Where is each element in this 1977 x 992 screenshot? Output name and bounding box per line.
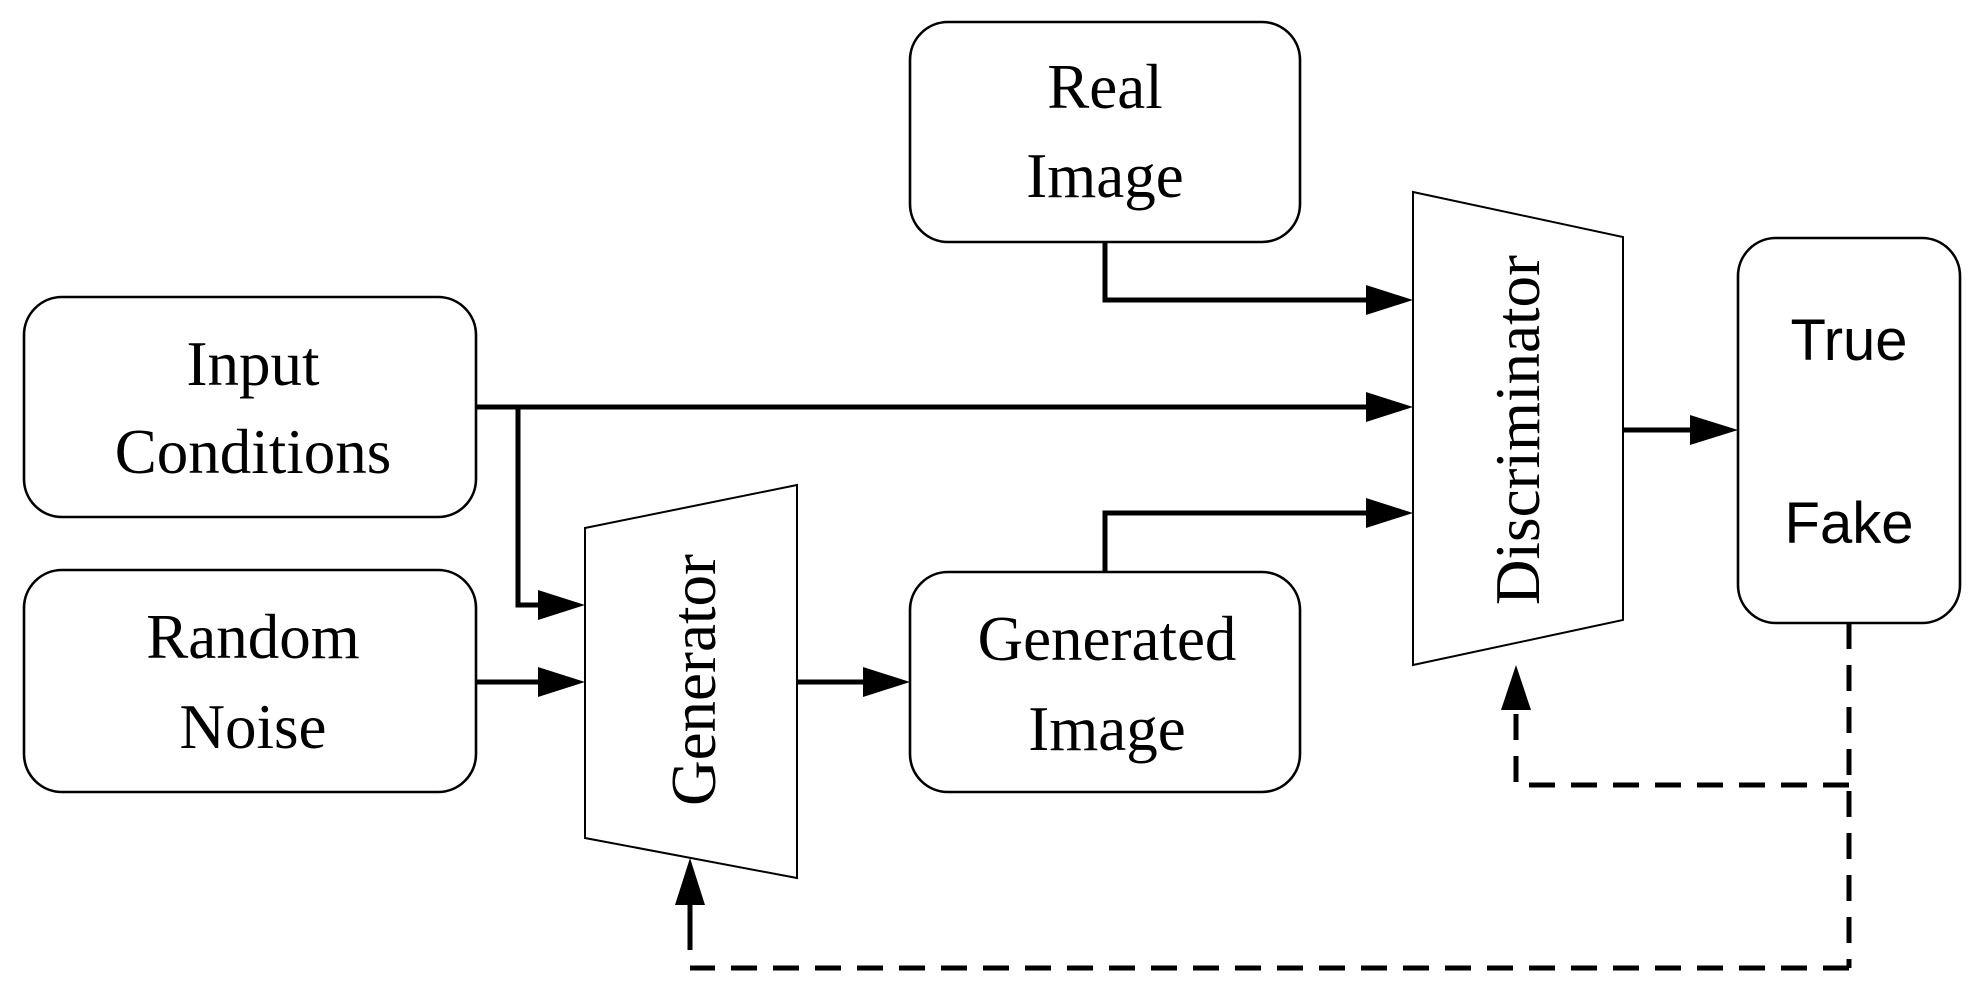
feedback-connectors: [675, 623, 1852, 971]
discriminator-block: Discriminator: [1412, 190, 1624, 667]
real-image-arrowhead: [1366, 285, 1413, 315]
input-conditions-block: Input Conditions: [22, 295, 478, 519]
conditions-to-generator-arrow: [515, 407, 542, 608]
discriminator-feedback-line: [1513, 705, 1849, 788]
discriminator-label: Discriminator: [1483, 255, 1553, 605]
real-image-label-line2: Image: [1026, 141, 1183, 211]
input-conditions-label-line1: Input: [187, 329, 320, 399]
flow-connectors: [476, 242, 1738, 697]
generator-output-arrowhead: [863, 667, 910, 697]
generator-label: Generator: [659, 554, 729, 806]
generated-image-label-line1: Generated: [978, 604, 1237, 674]
output-fake-label: Fake: [1785, 491, 1914, 556]
random-noise-label-line2: Noise: [180, 692, 327, 762]
generator-block: Generator: [584, 483, 798, 880]
conditions-generator-arrowhead: [538, 590, 585, 620]
discriminator-output-arrowhead: [1690, 415, 1738, 445]
random-noise-block: Random Noise: [22, 568, 478, 794]
generated-image-label-line2: Image: [1028, 694, 1185, 764]
generator-feedback-arrowhead: [675, 858, 705, 905]
discriminator-feedback-arrowhead: [1501, 665, 1531, 710]
random-noise-label-line1: Random: [146, 602, 360, 672]
real-image-block: Real Image: [908, 20, 1302, 244]
conditions-arrowhead: [1366, 392, 1413, 422]
output-block: True Fake: [1736, 236, 1962, 625]
generated-image-block: Generated Image: [908, 570, 1302, 794]
real-image-to-discriminator-arrow: [1102, 242, 1370, 303]
noise-arrowhead: [538, 667, 585, 697]
generated-image-arrowhead: [1366, 498, 1413, 528]
real-image-label-line1: Real: [1047, 52, 1162, 122]
input-conditions-label-line2: Conditions: [115, 417, 392, 487]
generated-image-to-discriminator-arrow: [1102, 510, 1370, 572]
output-true-label: True: [1790, 308, 1907, 373]
